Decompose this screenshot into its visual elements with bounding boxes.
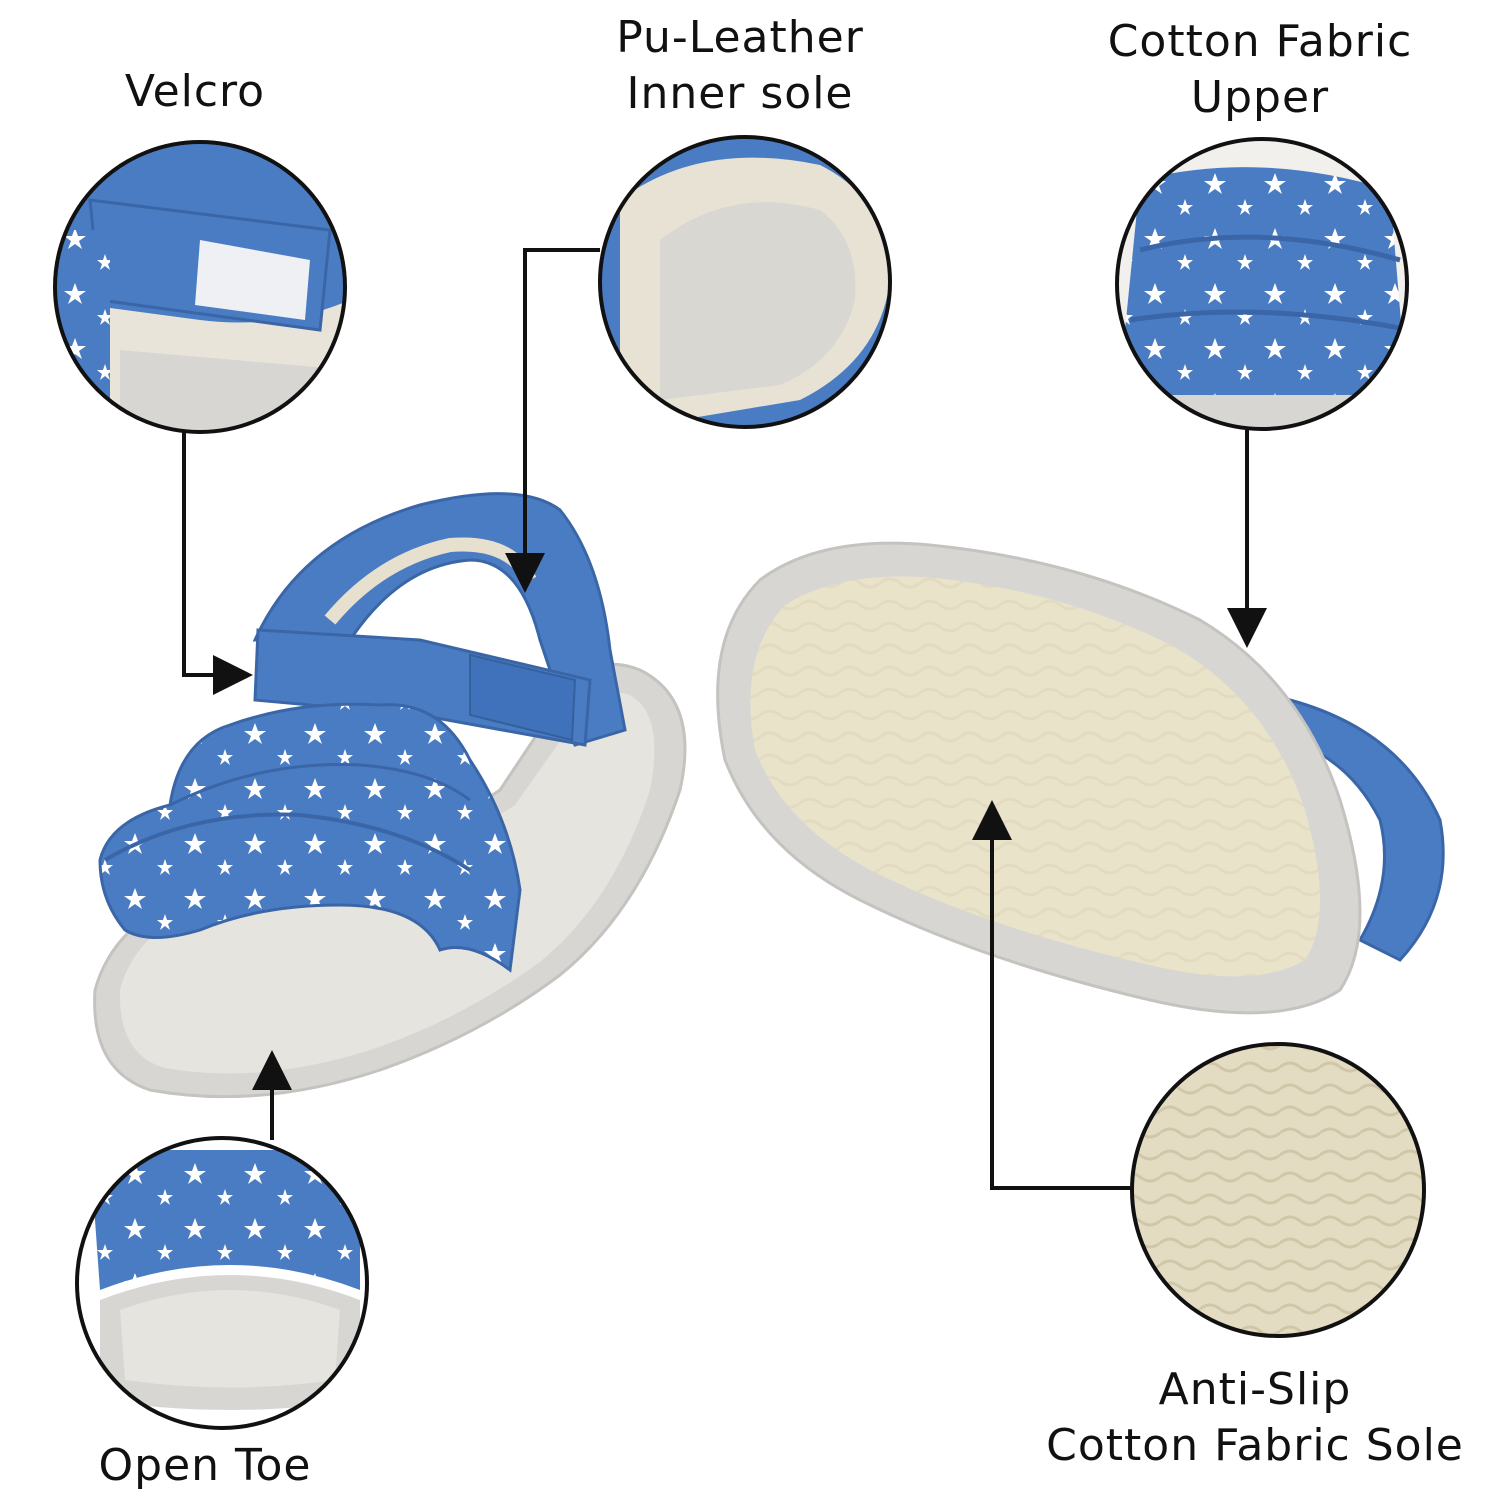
arrow-pu-leather (505, 248, 600, 593)
detail-circle-cotton-upper (1115, 137, 1409, 431)
label-open-toe: Open Toe (98, 1440, 312, 1491)
connector-lines (182, 248, 1267, 1190)
label-velcro: Velcro (124, 66, 266, 117)
left-sandal (93, 492, 687, 1099)
detail-circle-open-toe (75, 1136, 369, 1430)
detail-circle-pu-leather (598, 135, 892, 429)
detail-circle-anti-slip (1130, 1042, 1426, 1338)
label-pu-leather-inner-sole: Pu-Leather Inner sole (616, 12, 864, 119)
label-anti-slip-sole: Anti-Slip Cotton Fabric Sole (1046, 1364, 1464, 1471)
arrow-anti-slip (972, 800, 1132, 1190)
right-sandal-outsole (716, 541, 1445, 1015)
detail-circle-velcro (53, 140, 347, 434)
label-cotton-fabric-upper: Cotton Fabric Upper (1107, 16, 1413, 123)
arrow-velcro (182, 432, 253, 695)
